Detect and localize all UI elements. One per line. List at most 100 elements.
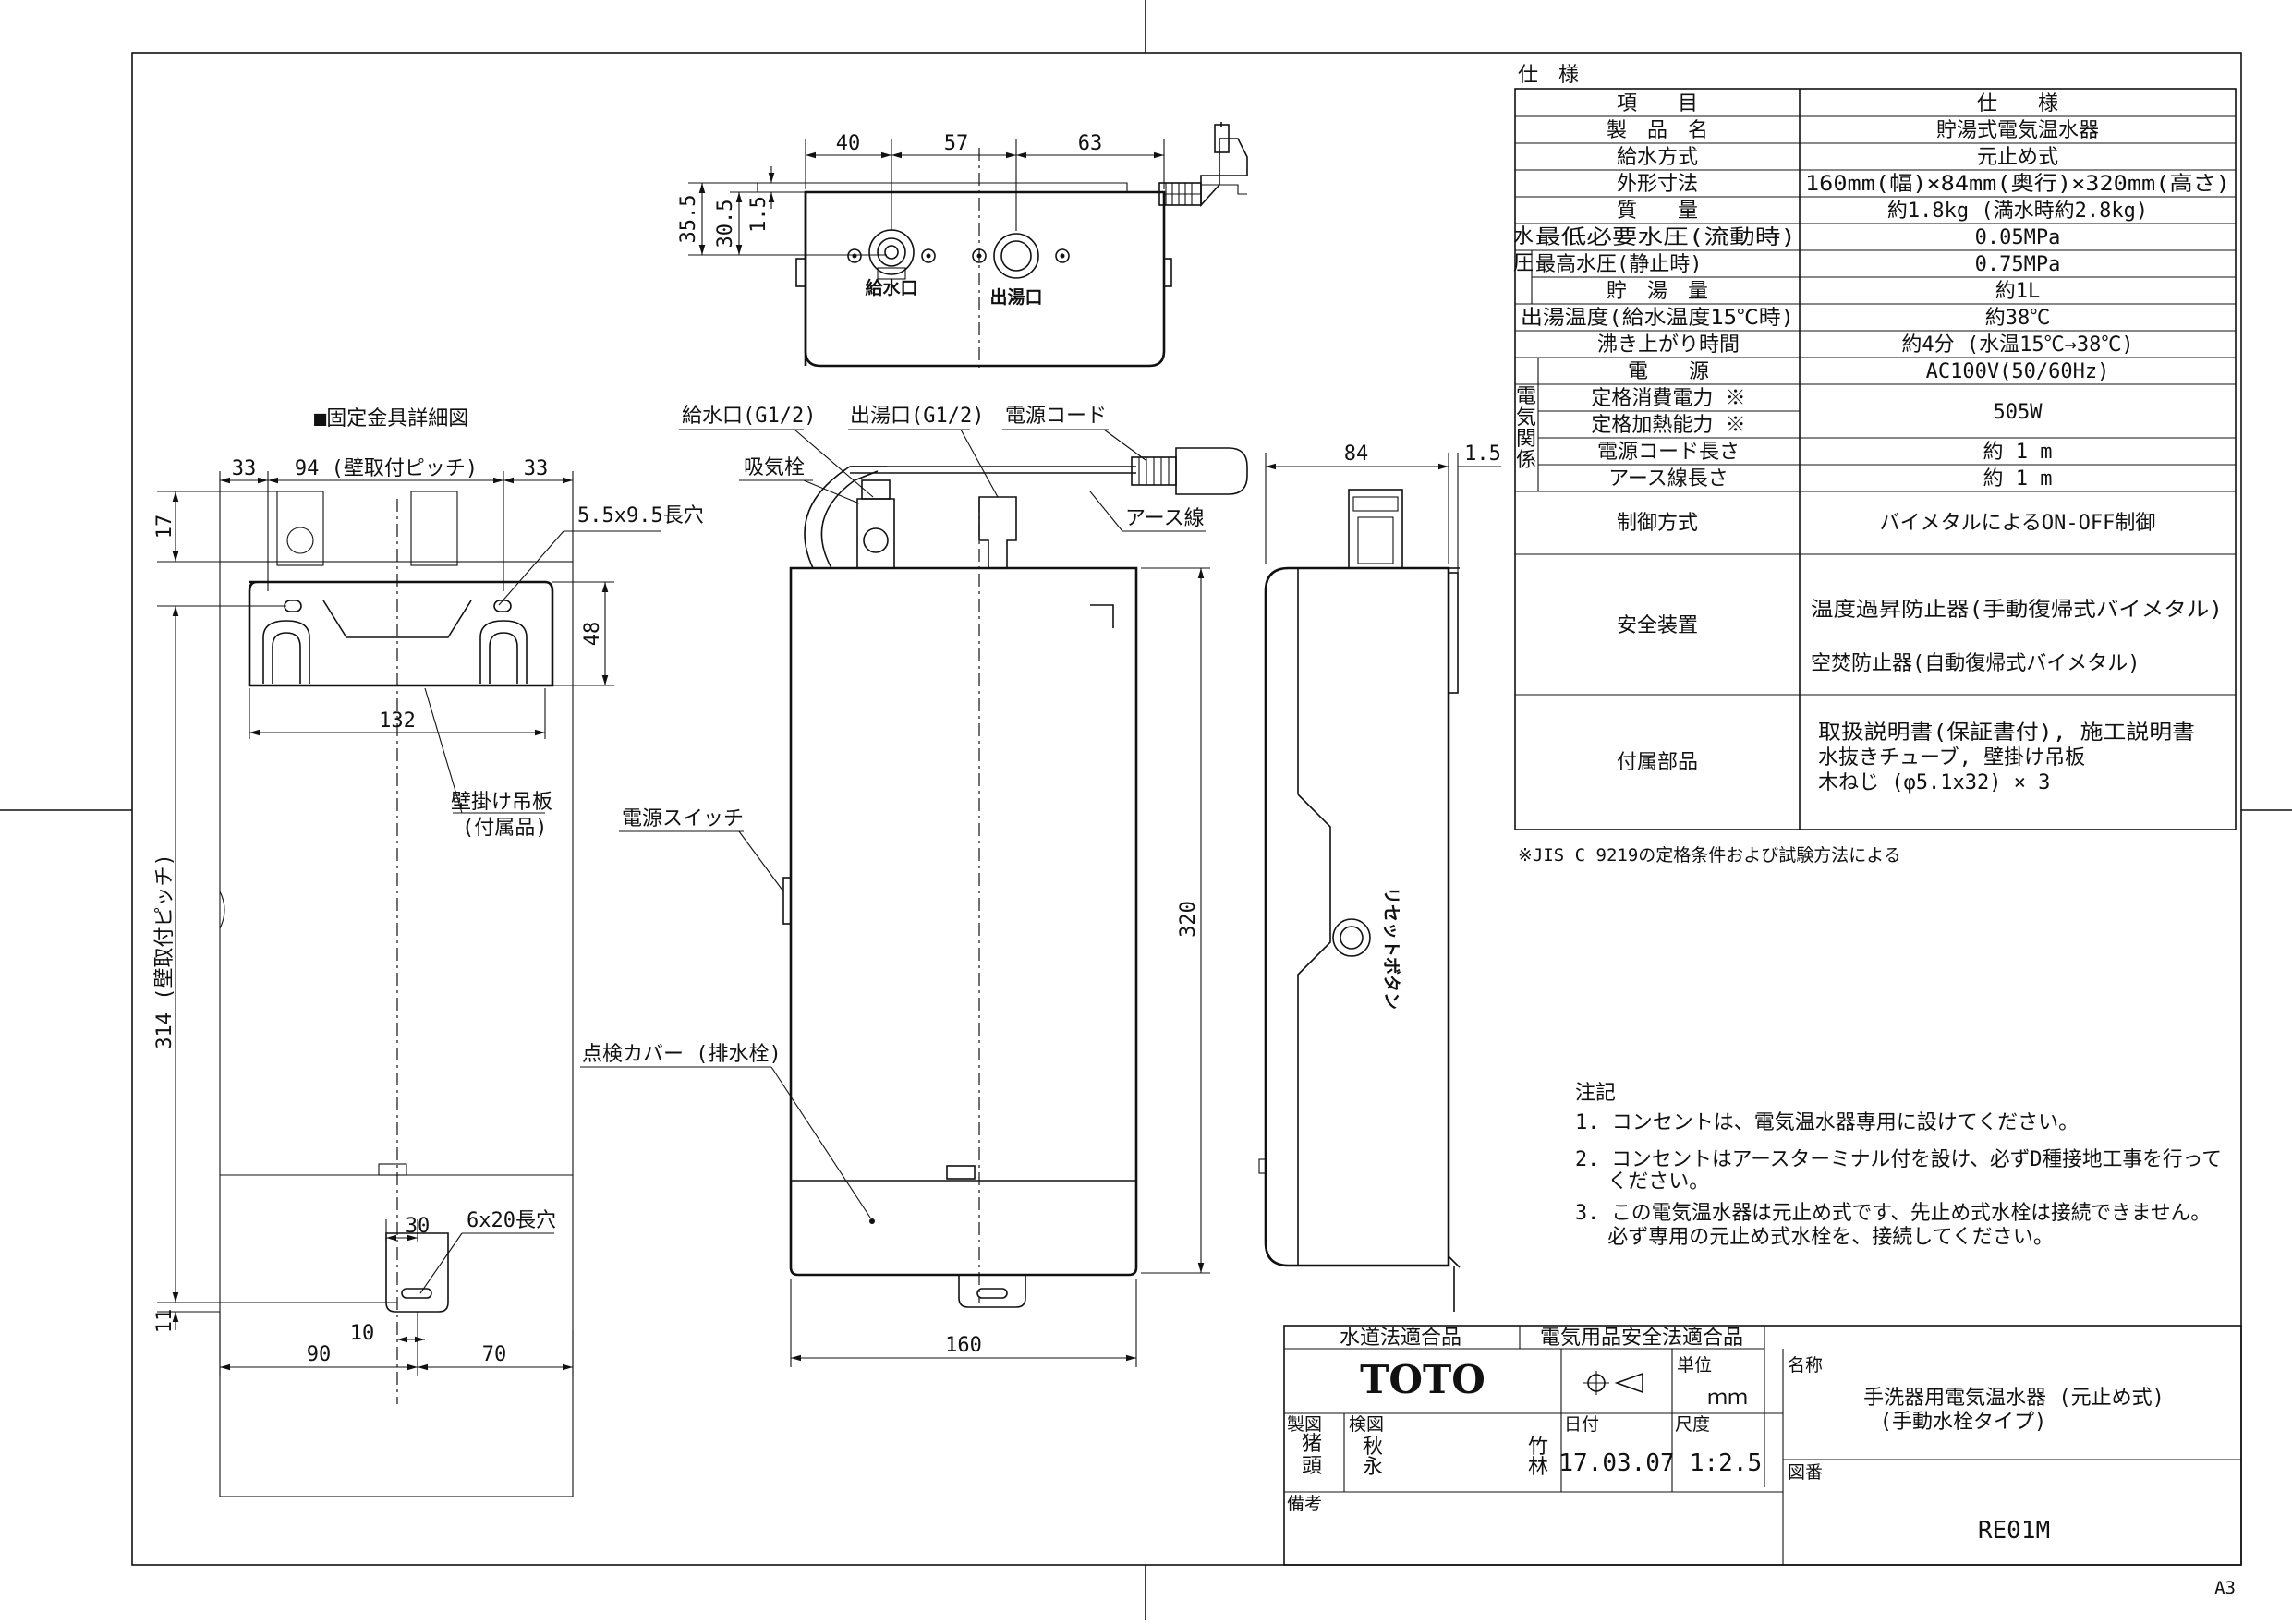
spec-label: 沸き上がり時間 [1597, 333, 1740, 357]
note-line: 2. コンセントはアースターミナル付を設け、必ずD種接地工事を行って [1575, 1148, 2222, 1171]
spec-value: AC100V(50/60Hz) [1926, 360, 2110, 383]
cord-label: 電源コード [1005, 405, 1107, 428]
scale-value: 1:2.5 [1690, 1449, 1762, 1477]
spec-value: 約1.8kg (満水時約2.8kg) [1887, 200, 2148, 223]
spec-value: 160mm(幅)×84mm(奥行)×320mm(高さ) [1805, 173, 2230, 196]
note-line: 1. コンセントは、電気温水器専用に設けてください。 [1575, 1111, 2079, 1134]
hanger-label: 壁掛け吊板 [451, 791, 552, 814]
note-line: ください。 [1575, 1170, 1709, 1194]
hanger-sub-label: (付属品) [462, 817, 548, 840]
spec-value: 温度過昇防止器(手動復帰式バイメタル) [1811, 599, 2223, 622]
dim-40: 40 [836, 132, 861, 155]
dim-35-5: 35.5 [677, 195, 700, 244]
brand-logo: TOTO [1360, 1357, 1486, 1402]
cert-water: 水道法適合品 [1340, 1327, 1461, 1350]
group-elec-2: 気 [1516, 406, 1536, 430]
drawing-no-label: 図番 [1788, 1462, 1823, 1483]
spec-value: 約 1 m [1983, 467, 2053, 491]
spec-label: 貯 湯 量 [1607, 280, 1708, 303]
dim-10: 10 [350, 1322, 375, 1345]
spec-label: 定格加熱能力 ※ [1591, 414, 1745, 437]
title-block: 水道法適合品 電気用品安全法適合品 TOTO 単位 ｍｍ 名称 手洗器用電気温水… [1283, 1325, 2242, 1566]
spec-value: 水抜きチューブ, 壁掛け吊板 [1818, 746, 2085, 770]
dim-84: 84 [1344, 442, 1369, 466]
checked-by-1b: 永 [1363, 1456, 1383, 1479]
spec-table: 仕 様 項 目 仕 様 製 品 名 貯湯式電気温水器 [1513, 64, 2237, 866]
spec-label: 外形寸法 [1617, 173, 1698, 196]
dim-30-5: 30.5 [714, 200, 737, 248]
spec-value: 取扱説明書(保証書付), 施工説明書 [1818, 721, 2195, 745]
spec-caption: 仕 様 [1518, 64, 1579, 87]
drawing-no: RE01M [1978, 1517, 2050, 1545]
spec-label: 電源コード長さ [1597, 441, 1740, 464]
drawn-by-2: 頭 [1302, 1455, 1322, 1478]
reset-button-icon [1332, 918, 1371, 957]
dim-33-left: 33 [232, 457, 257, 480]
scale-label: 尺度 [1675, 1414, 1710, 1435]
switch-label: 電源スイッチ [622, 807, 744, 830]
spec-value: 約4分 (水温15℃→38℃) [1901, 333, 2133, 357]
group-elec-3: 関 [1516, 428, 1536, 451]
name-label: 名称 [1788, 1355, 1823, 1376]
cert-electrical: 電気用品安全法適合品 [1540, 1327, 1743, 1350]
spec-value: 約 1 m [1983, 441, 2053, 464]
dim-63: 63 [1078, 132, 1103, 155]
spec-value: 木ねじ (φ5.1x32) × 3 [1818, 771, 2050, 794]
dim-132: 132 [379, 709, 416, 733]
cover-label: 点検カバー (排水栓) [582, 1043, 782, 1066]
spec-label: アース線長さ [1608, 467, 1728, 491]
spec-label: 質 量 [1617, 200, 1698, 223]
slot-upper-label: 5.5x9.5長穴 [577, 504, 704, 527]
date-value: 17.03.07 [1558, 1449, 1674, 1477]
product-name-2: (手動水栓タイプ) [1880, 1411, 2047, 1434]
notes: 注記 1. コンセントは、電気温水器専用に設けてください。 2. コンセントはア… [1575, 1082, 2222, 1249]
bracket-detail: ■固定金具詳細図 33 94 (壁取付ピッチ) 33 [153, 407, 704, 1497]
side-fitting [1335, 489, 1413, 569]
front-view: 160 320 給水口(G1/2) 出湯口(G1/2) 電源コード 吸気栓 アー… [580, 405, 1248, 1367]
spec-label: 付属部品 [1617, 751, 1698, 774]
spec-value: 0.05MPa [1975, 226, 2061, 249]
bracket-title: ■固定金具詳細図 [314, 407, 468, 430]
product-name-1: 手洗器用電気温水器 (元止め式) [1863, 1387, 2165, 1410]
spec-label: 最低必要水圧(流動時) [1535, 226, 1796, 249]
check-label: 検図 [1349, 1414, 1384, 1435]
note-line: 3. この電気温水器は元止め式です、先止め式水栓は接続できません。 [1575, 1202, 2211, 1225]
spec-label: 電 源 [1628, 360, 1709, 383]
spec-header-item: 項 目 [1617, 92, 1698, 115]
dim-17: 17 [153, 515, 176, 539]
dim-90: 90 [307, 1343, 332, 1366]
cord-ferrule-front [1131, 447, 1248, 495]
top-view: 給水口 出湯口 40 57 63 35.5 30.5 1.5 [677, 122, 1248, 370]
group-elec-1: 電 [1516, 385, 1536, 408]
drawn-by-1: 猪 [1302, 1433, 1322, 1456]
group-water-1: 水 [1513, 225, 1534, 248]
dim-70: 70 [482, 1343, 507, 1366]
spec-value: 約1L [1995, 280, 2041, 303]
group-elec-4: 係 [1516, 449, 1536, 472]
dim-1-5-top: 1.5 [747, 196, 770, 233]
spec-value: 元止め式 [1977, 146, 2058, 169]
spec-value: 0.75MPa [1975, 253, 2061, 276]
dim-1-5-side: 1.5 [1464, 442, 1501, 466]
unit-label: 単位 [1677, 1355, 1712, 1376]
dim-48: 48 [581, 622, 604, 647]
dim-320: 320 [1177, 901, 1200, 938]
dim-30: 30 [406, 1215, 431, 1238]
spec-label: 製 品 名 [1607, 119, 1708, 142]
spec-footnote: ※JIS C 9219の定格条件および試験方法による [1518, 845, 1901, 866]
vent-label: 吸気栓 [744, 456, 805, 479]
spec-label: 出湯温度(給水温度15℃時) [1521, 307, 1794, 330]
spec-label: 定格消費電力 ※ [1591, 387, 1745, 410]
outlet-label: 出湯口(G1/2) [850, 405, 984, 428]
outlet-port-top [972, 233, 1070, 279]
dim-11: 11 [153, 1309, 176, 1334]
side-view: リセットボタン 84 1.5 [1258, 442, 1501, 1312]
group-water-2: 圧 [1513, 252, 1534, 275]
spec-value: 約38℃ [1985, 307, 2051, 330]
dim-94-pitch: 94 (壁取付ピッチ) [295, 457, 478, 480]
dim-160: 160 [945, 1334, 982, 1357]
spec-value: 貯湯式電気温水器 [1936, 119, 2099, 142]
outlet-top-label: 出湯口 [989, 286, 1042, 308]
